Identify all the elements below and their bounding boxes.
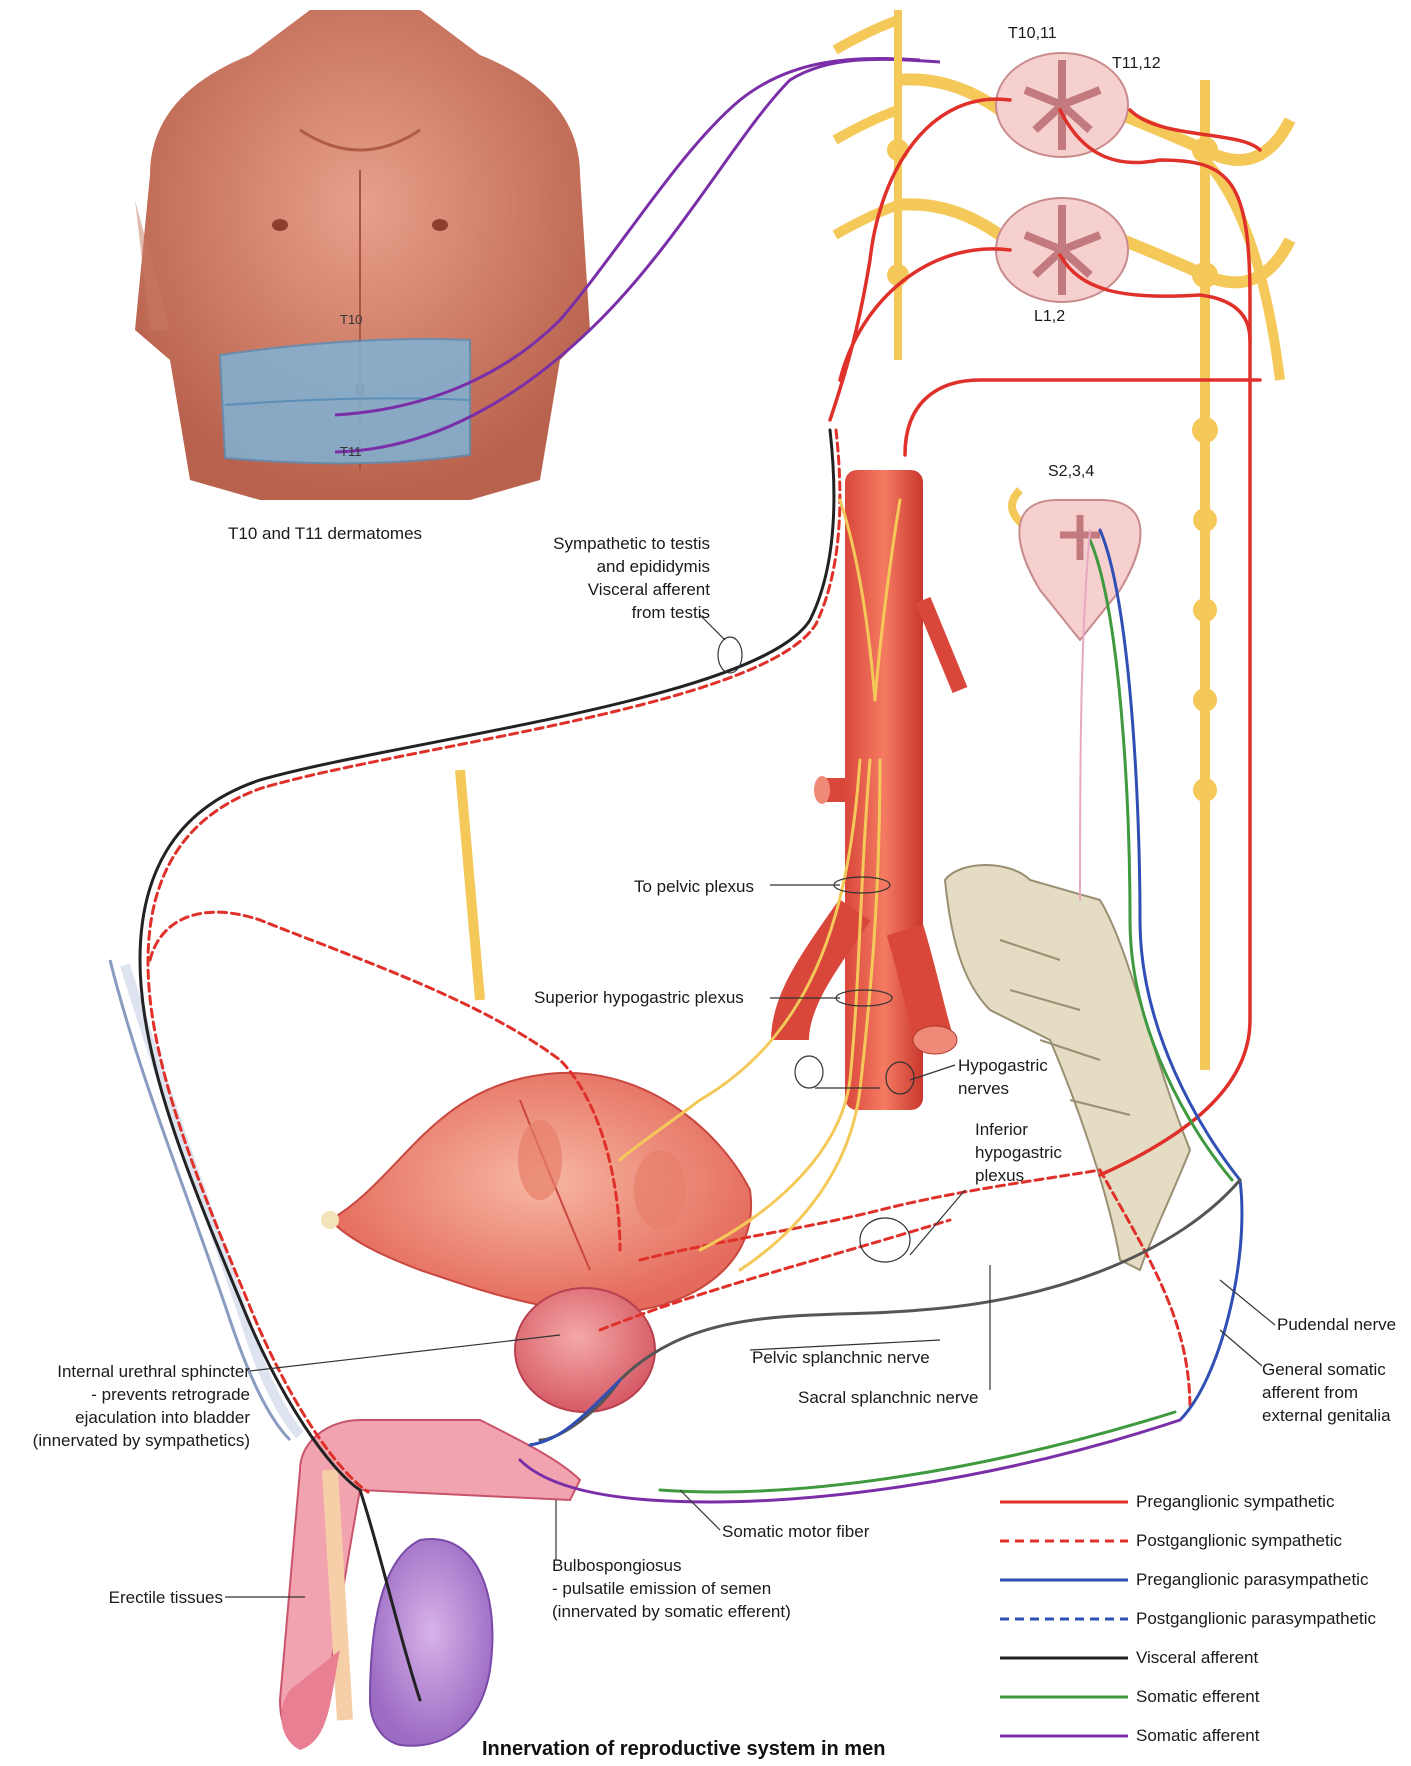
label-inferior-hypogastric: Inferior hypogastric plexus <box>975 1118 1062 1187</box>
segment-label-s2-3-4: S2,3,4 <box>1048 460 1094 483</box>
label-internal-urethral: Internal urethral sphincter - prevents r… <box>0 1360 250 1452</box>
dermatome-caption: T10 and T11 dermatomes <box>228 522 422 545</box>
legend-item: Somatic afferent <box>1000 1724 1411 1754</box>
legend-label: Visceral afferent <box>1136 1648 1258 1668</box>
label-somatic-motor: Somatic motor fiber <box>722 1520 869 1543</box>
legend-label: Preganglionic sympathetic <box>1136 1492 1334 1512</box>
label-hypogastric-nerves: Hypogastric nerves <box>958 1054 1048 1100</box>
dermatome-band-t11: T11 <box>340 440 361 463</box>
legend-item: Preganglionic parasympathetic <box>1000 1568 1411 1598</box>
legend-item: Postganglionic sympathetic <box>1000 1529 1411 1559</box>
aorta <box>790 470 960 1110</box>
legend-label: Somatic efferent <box>1136 1687 1259 1707</box>
legend-swatch <box>1000 1576 1130 1584</box>
legend-label: Preganglionic parasympathetic <box>1136 1570 1368 1590</box>
legend-item: Visceral afferent <box>1000 1646 1411 1676</box>
label-to-pelvic-plexus: To pelvic plexus <box>634 875 754 898</box>
label-erectile: Erectile tissues <box>60 1586 223 1609</box>
segment-label-t11-12: T11,12 <box>1112 52 1161 75</box>
label-pudendal: Pudendal nerve <box>1277 1313 1396 1336</box>
legend-swatch <box>1000 1654 1130 1662</box>
label-general-somatic: General somatic afferent from external g… <box>1262 1358 1391 1427</box>
legend-label: Postganglionic parasympathetic <box>1136 1609 1376 1629</box>
label-sympathetic-testis: Sympathetic to testis and epididymis Vis… <box>515 532 710 624</box>
segment-label-l1-2: L1,2 <box>1034 305 1065 328</box>
legend-swatch <box>1000 1615 1130 1623</box>
legend-swatch <box>1000 1498 1130 1506</box>
spinal-cord-sections <box>996 53 1140 640</box>
legend-swatch <box>1000 1537 1130 1545</box>
figure-title: Innervation of reproductive system in me… <box>482 1738 885 1761</box>
label-pelvic-splanchnic: Pelvic splanchnic nerve <box>752 1346 930 1369</box>
legend-item: Somatic efferent <box>1000 1685 1411 1715</box>
legend-item: Preganglionic sympathetic <box>1000 1490 1411 1520</box>
dermatome-band-t10: T10 <box>340 308 362 331</box>
torso-image <box>135 10 590 500</box>
legend-label: Somatic afferent <box>1136 1726 1259 1746</box>
legend-swatch <box>1000 1693 1130 1701</box>
legend-swatch <box>1000 1732 1130 1740</box>
legend-label: Postganglionic sympathetic <box>1136 1531 1342 1551</box>
prostate <box>515 1288 655 1412</box>
label-superior-hypogastric: Superior hypogastric plexus <box>534 986 744 1009</box>
legend-item: Postganglionic parasympathetic <box>1000 1607 1411 1637</box>
segment-label-t10-11: T10,11 <box>1008 22 1057 45</box>
label-sacral-splanchnic: Sacral splanchnic nerve <box>798 1386 978 1409</box>
penis-scrotum <box>280 1420 580 1750</box>
label-bulbospongiosus: Bulbospongiosus - pulsatile emission of … <box>552 1554 791 1623</box>
